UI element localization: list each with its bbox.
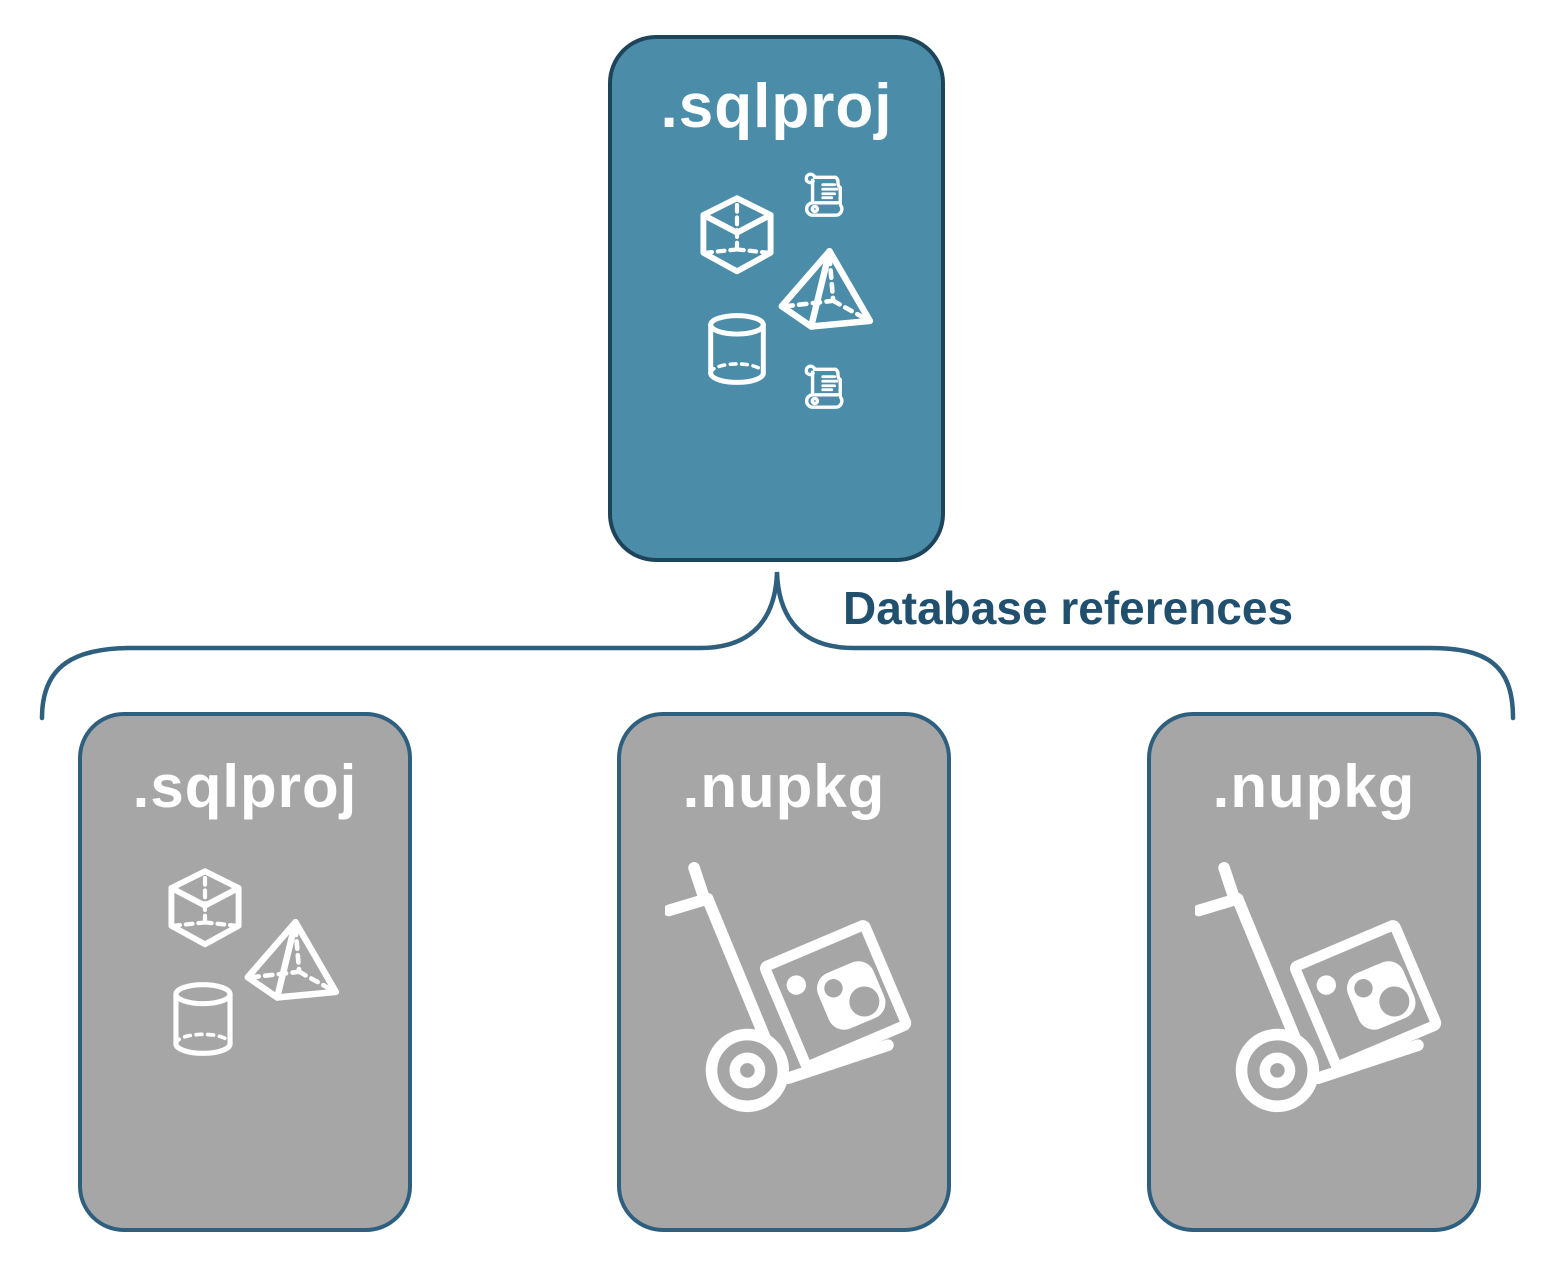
script-scroll-icon [798, 362, 852, 414]
pyramid-icon [772, 242, 876, 332]
child-card-title: .nupkg [1212, 753, 1416, 820]
cube-icon [695, 193, 779, 279]
child-card-title: .sqlproj [132, 753, 358, 820]
script-scroll-icon [798, 170, 852, 222]
handtruck-package-icon [665, 860, 917, 1118]
child-card-nupkg: .nupkg [1147, 712, 1481, 1232]
cube-icon [163, 866, 247, 952]
child-card-nupkg: .nupkg [617, 712, 951, 1232]
brace-connector [39, 571, 1516, 721]
child-card-sqlproj: .sqlproj [78, 712, 412, 1232]
root-card-sqlproj: .sqlproj [608, 35, 945, 562]
root-card-title: .sqlproj [660, 72, 893, 141]
pyramid-icon [238, 913, 342, 1003]
child-card-title: .nupkg [682, 753, 886, 820]
cylinder-icon [170, 981, 236, 1057]
handtruck-package-icon [1195, 860, 1447, 1118]
edge-label: Database references [843, 582, 1294, 634]
cylinder-icon [705, 312, 769, 386]
